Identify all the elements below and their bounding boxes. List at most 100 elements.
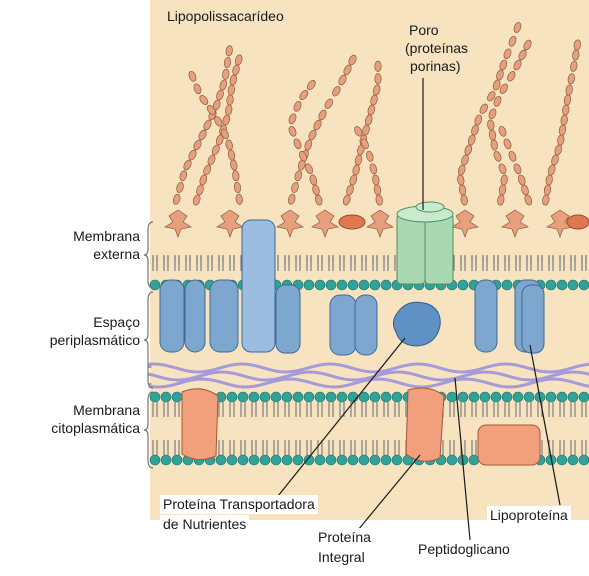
- cytoplasmic-membrane-head: [348, 455, 358, 465]
- outer-membrane-head: [150, 280, 160, 290]
- label-porinas: porinas): [410, 58, 461, 75]
- outer-membrane-protein: [160, 280, 184, 352]
- cytoplasmic-membrane-head: [381, 455, 391, 465]
- cytoplasmic-membrane-head: [579, 455, 589, 465]
- outer-membrane-head: [370, 280, 380, 290]
- outer-membrane-head: [359, 280, 369, 290]
- cytoplasmic-membrane-head: [249, 392, 259, 402]
- cytoplasmic-membrane-head: [172, 392, 182, 402]
- label-proteina-transportadora: Proteína Transportadora: [160, 495, 318, 514]
- cytoplasmic-membrane-head: [447, 455, 457, 465]
- cytoplasmic-membrane-head: [458, 392, 468, 402]
- cytoplasmic-membrane-head: [271, 455, 281, 465]
- cytoplasmic-membrane-head: [150, 392, 160, 402]
- cytoplasmic-membrane-head: [491, 392, 501, 402]
- porin-top: [416, 202, 444, 212]
- label-de-nutrientes: de Nutrientes: [160, 515, 249, 534]
- cytoplasmic-membrane-head: [216, 455, 226, 465]
- label-proteina-integral-1: Proteína: [315, 528, 374, 547]
- outer-membrane-head: [304, 280, 314, 290]
- cytoplasmic-membrane-head: [249, 455, 259, 465]
- integral-protein: [406, 388, 444, 461]
- cytoplasmic-membrane-head: [337, 392, 347, 402]
- cytoplasmic-membrane-head: [469, 392, 479, 402]
- outer-membrane-head: [568, 280, 578, 290]
- cytoplasmic-membrane-head: [370, 455, 380, 465]
- cytoplasmic-membrane-head: [293, 455, 303, 465]
- cytoplasmic-membrane-head: [282, 392, 292, 402]
- outer-membrane-head: [315, 280, 325, 290]
- cytoplasmic-membrane-head: [579, 392, 589, 402]
- outer-membrane-head: [546, 280, 556, 290]
- cytoplasmic-membrane-head: [161, 392, 171, 402]
- outer-membrane-protein: [330, 295, 356, 355]
- cytoplasmic-membrane-head: [315, 455, 325, 465]
- outer-membrane-head: [458, 280, 468, 290]
- cytoplasmic-membrane-head: [172, 455, 182, 465]
- outer-membrane-protein: [276, 285, 300, 353]
- outer-membrane-head: [326, 280, 336, 290]
- outer-membrane-head: [579, 280, 589, 290]
- outer-membrane-head: [557, 280, 567, 290]
- integral-protein: [478, 425, 540, 465]
- cytoplasmic-membrane-head: [326, 392, 336, 402]
- sugar-bead: [375, 61, 381, 71]
- porin-cylinder: [425, 214, 453, 284]
- label-poro: Poro: [409, 22, 439, 39]
- outer-membrane-protein: [355, 295, 377, 355]
- sugar-bead: [375, 74, 381, 84]
- cytoplasmic-membrane-head: [546, 392, 556, 402]
- cytoplasmic-membrane-head: [480, 392, 490, 402]
- cytoplasmic-membrane-head: [568, 455, 578, 465]
- label-periplasmatico: periplasmático: [20, 332, 140, 349]
- outer-cap: [339, 215, 365, 229]
- cytoplasmic-membrane-head: [370, 392, 380, 402]
- transmembrane-protein: [242, 220, 275, 352]
- cytoplasmic-membrane-head: [282, 455, 292, 465]
- outer-membrane-protein: [475, 280, 497, 352]
- cytoplasmic-membrane-head: [447, 392, 457, 402]
- label-membrana-externa-2: externa: [30, 246, 140, 263]
- cytoplasmic-membrane-head: [348, 392, 358, 402]
- label-proteinas: (proteínas: [405, 40, 468, 57]
- cytoplasmic-membrane-head: [502, 392, 512, 402]
- label-membrana-externa-1: Membrana: [30, 228, 140, 245]
- outer-membrane-head: [348, 280, 358, 290]
- label-lipopolissacarideo: Lipopolissacarídeo: [167, 8, 284, 25]
- cytoplasmic-membrane-head: [326, 455, 336, 465]
- cytoplasmic-membrane-head: [271, 392, 281, 402]
- cytoplasmic-membrane-head: [161, 455, 171, 465]
- cytoplasmic-membrane-head: [260, 392, 270, 402]
- nutrient-transporter-protein: [393, 302, 440, 346]
- cytoplasmic-membrane-head: [304, 392, 314, 402]
- label-peptidoglicano: Peptidoglicano: [418, 541, 510, 558]
- porin-cylinder: [397, 214, 425, 284]
- cytoplasmic-membrane-head: [238, 455, 248, 465]
- cytoplasmic-membrane-head: [381, 392, 391, 402]
- label-membrana-cito-1: Membrana: [30, 402, 140, 419]
- label-lipoproteina: Lipoproteína: [487, 506, 571, 525]
- label-proteina-integral-2: Integral: [315, 548, 368, 567]
- cytoplasmic-membrane-head: [557, 392, 567, 402]
- cytoplasmic-membrane-head: [513, 392, 523, 402]
- cytoplasmic-membrane-head: [392, 392, 402, 402]
- outer-membrane-head: [381, 280, 391, 290]
- cytoplasmic-membrane-head: [293, 392, 303, 402]
- cytoplasmic-membrane-head: [359, 455, 369, 465]
- cytoplasmic-membrane-head: [337, 455, 347, 465]
- cytoplasmic-membrane-head: [227, 392, 237, 402]
- cytoplasmic-membrane-head: [315, 392, 325, 402]
- outer-membrane-protein: [185, 280, 205, 352]
- outer-membrane-head: [502, 280, 512, 290]
- lipoprotein: [522, 285, 544, 353]
- cytoplasmic-membrane-head: [227, 455, 237, 465]
- cytoplasmic-membrane-head: [260, 455, 270, 465]
- outer-cap: [567, 215, 589, 229]
- outer-membrane-head: [337, 280, 347, 290]
- cytoplasmic-membrane-head: [238, 392, 248, 402]
- integral-protein: [182, 389, 218, 460]
- cytoplasmic-membrane-head: [557, 455, 567, 465]
- cytoplasmic-membrane-head: [568, 392, 578, 402]
